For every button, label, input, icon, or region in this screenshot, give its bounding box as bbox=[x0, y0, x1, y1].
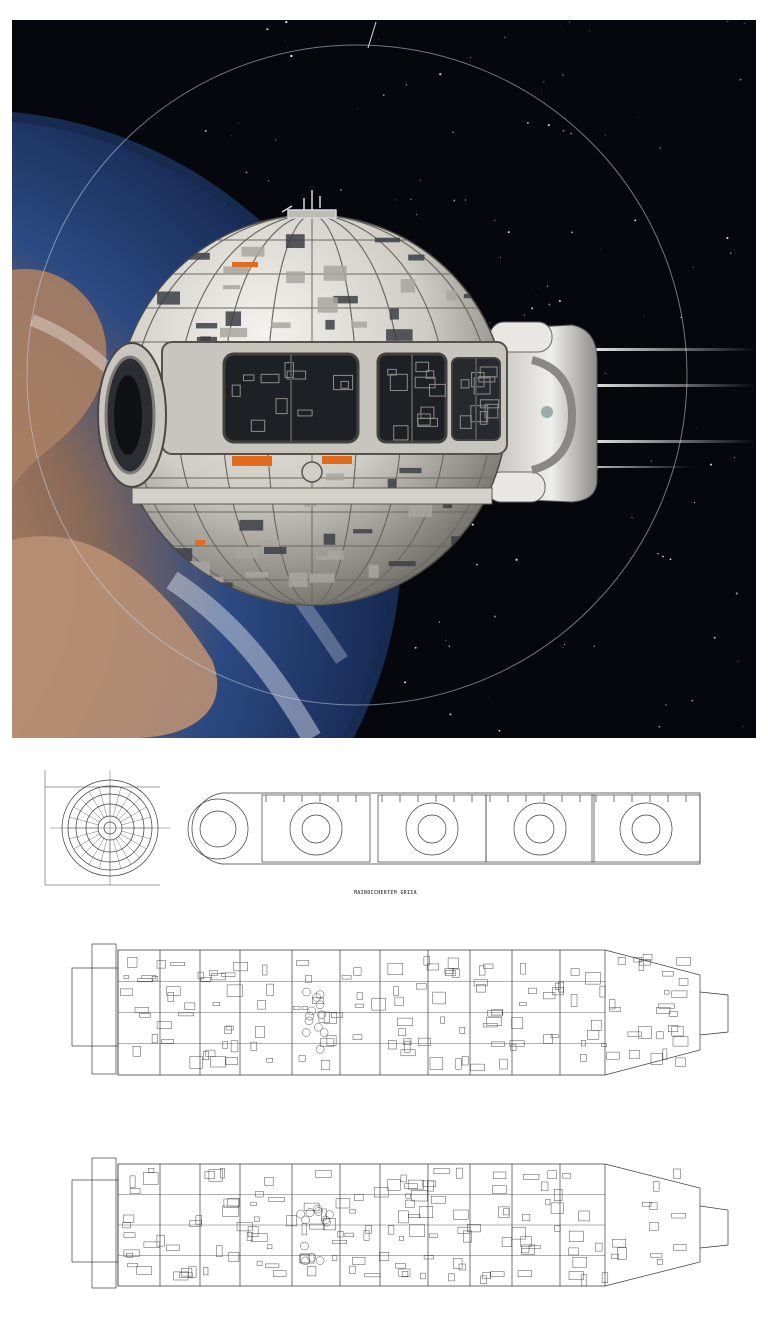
blueprint-canvas bbox=[44, 770, 729, 1289]
blueprint-deck-plan-lower bbox=[71, 1157, 729, 1289]
orbit-ring bbox=[26, 44, 688, 706]
blueprint-sheet: MAINOCCHERTEM GRIIA bbox=[0, 740, 768, 1344]
antenna-mast-icon bbox=[281, 190, 337, 219]
blueprint-front-view bbox=[44, 770, 170, 886]
engine-module-icon bbox=[481, 321, 598, 503]
station-render bbox=[12, 20, 756, 738]
render-canvas bbox=[12, 20, 756, 738]
docking-ring-icon bbox=[97, 342, 167, 488]
spherical-station-icon bbox=[116, 214, 508, 606]
blueprint-deck-plan-upper bbox=[71, 943, 729, 1076]
blueprint-side-view bbox=[187, 792, 701, 865]
blueprint-caption: MAINOCCHERTEM GRIIA bbox=[354, 890, 417, 896]
